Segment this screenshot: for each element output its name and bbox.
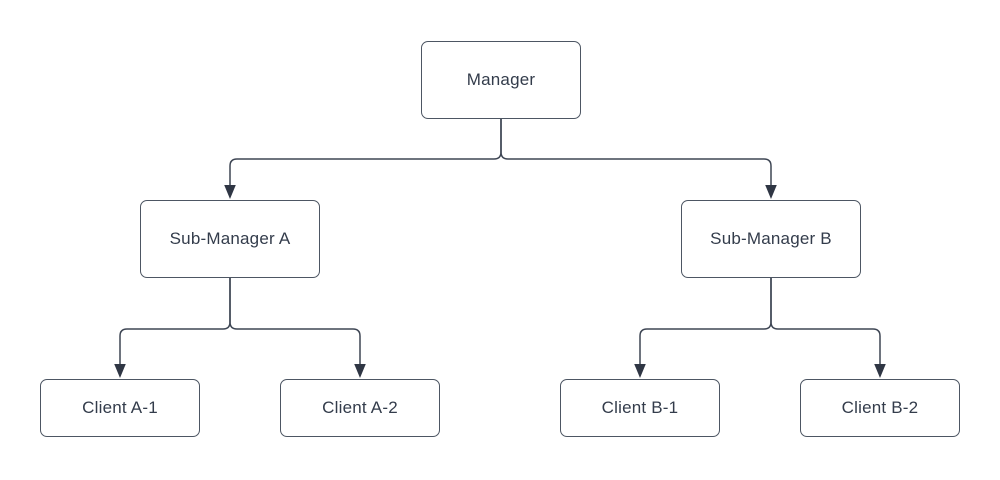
node-manager: Manager bbox=[421, 41, 581, 119]
edge-sub-a-client-a1 bbox=[119, 278, 231, 365]
arrowhead-icon bbox=[114, 364, 126, 378]
node-client-a1: Client A-1 bbox=[40, 379, 200, 437]
edge-sub-a-client-a2 bbox=[229, 278, 361, 365]
arrowheads bbox=[114, 185, 886, 378]
node-client-b2-label: Client B-2 bbox=[841, 398, 919, 417]
node-client-b2: Client B-2 bbox=[800, 379, 960, 437]
node-client-a2-label: Client A-2 bbox=[322, 398, 398, 417]
node-client-b1-label: Client B-1 bbox=[601, 398, 679, 417]
edge-sub-b-client-b2 bbox=[770, 278, 881, 365]
node-sub-manager-b-label: Sub-Manager B bbox=[710, 229, 832, 248]
node-sub-manager-a-label: Sub-Manager A bbox=[169, 229, 291, 248]
node-sub-manager-b: Sub-Manager B bbox=[681, 200, 861, 278]
edge-sub-b-client-b1 bbox=[639, 278, 772, 365]
node-sub-manager-a: Sub-Manager A bbox=[140, 200, 320, 278]
arrowhead-icon bbox=[634, 364, 646, 378]
node-client-a2: Client A-2 bbox=[280, 379, 440, 437]
arrowhead-icon bbox=[874, 364, 886, 378]
node-client-b1: Client B-1 bbox=[560, 379, 720, 437]
node-client-a1-label: Client A-1 bbox=[82, 398, 158, 417]
arrowhead-icon bbox=[765, 185, 777, 199]
node-manager-label: Manager bbox=[466, 70, 536, 89]
edge-manager-sub-a bbox=[229, 119, 502, 186]
arrowhead-icon bbox=[224, 185, 236, 199]
edge-manager-sub-b bbox=[500, 119, 772, 186]
connector-lines bbox=[119, 119, 881, 365]
arrowhead-icon bbox=[354, 364, 366, 378]
